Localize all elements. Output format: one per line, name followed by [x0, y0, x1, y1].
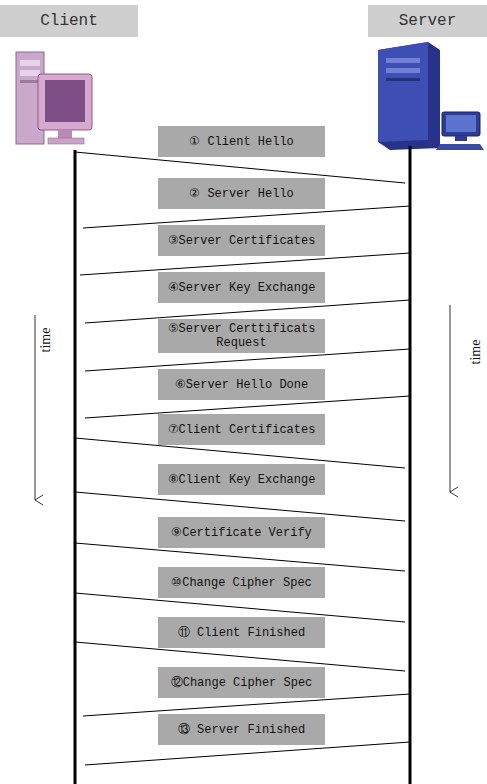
- message-name: ④Server Key Exchange: [168, 281, 316, 295]
- message-box: ④Server Key Exchange: [158, 272, 325, 303]
- message-name: ⑩Change Cipher Spec: [171, 576, 312, 590]
- axis-label: time: [468, 339, 484, 366]
- server-computer: [378, 42, 484, 150]
- client-lifeline: [74, 150, 77, 784]
- client-computer: [16, 52, 92, 144]
- message-name: ⑦Client Certificates: [168, 423, 316, 437]
- time-arrow: [35, 315, 36, 500]
- message-name: ⑨Certificate Verify: [171, 526, 312, 540]
- endpoint-header: Client: [0, 5, 138, 37]
- message-name: ① Client Hello: [189, 135, 294, 149]
- time-arrow: [450, 305, 451, 492]
- message-box: ⑥Server Hello Done: [158, 369, 325, 400]
- endpoint-name: Client: [40, 12, 98, 30]
- message-name: ⑥Server Hello Done: [175, 378, 308, 392]
- endpoint-name: Server: [399, 12, 457, 30]
- message-box: ③Server Certificates: [158, 225, 325, 256]
- message-name: ⑫Change Cipher Spec: [171, 676, 313, 690]
- message-box: ⑩Change Cipher Spec: [158, 567, 325, 598]
- message-name: ⑬ Server Finished: [178, 723, 305, 737]
- message-name: ⑪ Client Finished: [178, 626, 305, 640]
- message-name: ⑤Server Certtificats Request: [162, 322, 321, 350]
- message-lines: [75, 152, 410, 765]
- message-box: ⑧Client Key Exchange: [158, 464, 325, 495]
- axis-label: time: [38, 327, 54, 354]
- message-name: ⑧Client Key Exchange: [168, 473, 316, 487]
- message-box: ⑬ Server Finished: [158, 714, 325, 745]
- message-box: ⑫Change Cipher Spec: [158, 667, 325, 698]
- message-box: ⑤Server Certtificats Request: [158, 319, 325, 353]
- message-name: ② Server Hello: [189, 187, 294, 201]
- message-box: ⑪ Client Finished: [158, 617, 325, 648]
- endpoint-header: Server: [368, 5, 487, 37]
- message-box: ② Server Hello: [158, 178, 325, 209]
- server-lifeline: [409, 146, 412, 784]
- message-box: ① Client Hello: [158, 126, 325, 157]
- message-box: ⑨Certificate Verify: [158, 517, 325, 548]
- message-name: ③Server Certificates: [168, 234, 316, 248]
- message-box: ⑦Client Certificates: [158, 414, 325, 445]
